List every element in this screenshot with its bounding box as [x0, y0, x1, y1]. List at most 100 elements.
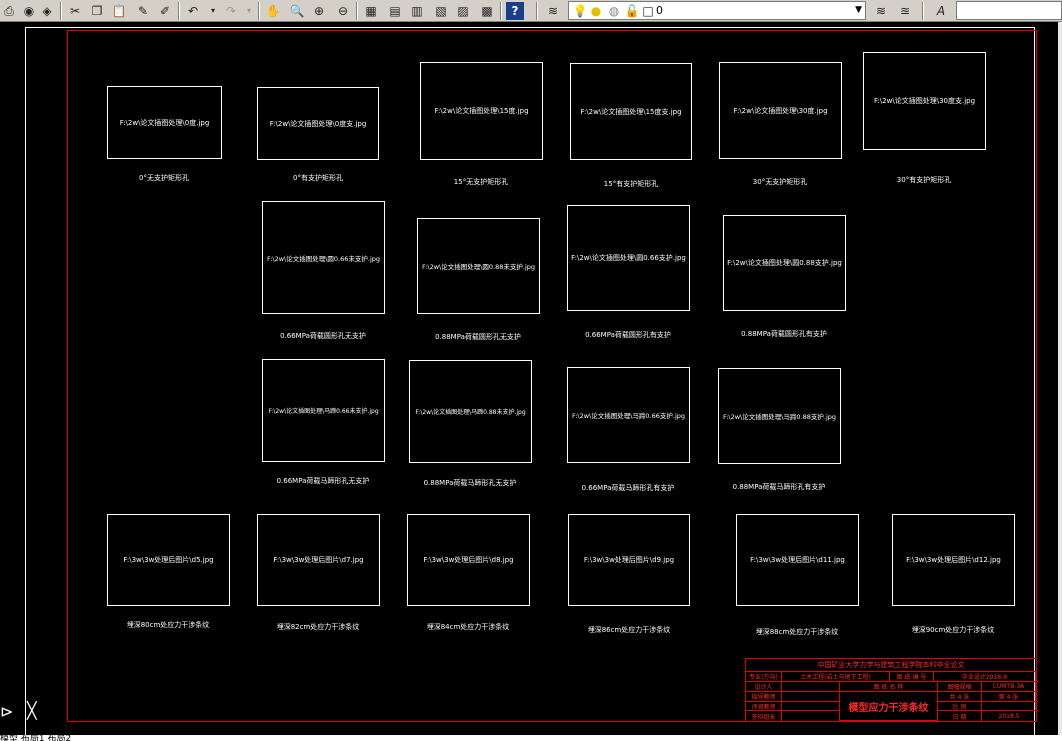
- publish-icon[interactable]: ◈: [42, 4, 52, 18]
- image-frame[interactable]: F:\2w\论文插图处理\30度.jpg: [719, 62, 842, 159]
- image-frame[interactable]: F:\2w\论文插图处理\马蹄0.66未支护.jpg: [262, 359, 385, 462]
- copy-icon[interactable]: ❐: [91, 4, 103, 18]
- title-block-date-label: 日 期: [938, 711, 982, 721]
- block-editor-icon[interactable]: ✐: [159, 4, 171, 18]
- title-block-head-label: 答辩组长: [746, 711, 782, 721]
- zoom-window-icon[interactable]: ⊕: [313, 4, 325, 18]
- title-block-ratio-value: [982, 702, 1036, 711]
- toolbar-separator: [536, 2, 538, 20]
- image-path-label: F:\2w\论文插图处理\30度.jpg: [733, 106, 828, 115]
- print-preview-icon[interactable]: ⎙: [4, 4, 14, 18]
- image-caption: 30°有支护矩形孔: [896, 176, 952, 184]
- toolbar-separator: [258, 2, 260, 20]
- image-frame[interactable]: F:\3w\3w处理后图片\d11.jpg: [736, 514, 859, 606]
- paste-icon[interactable]: 📋: [111, 4, 127, 18]
- image-path-label: F:\3w\3w处理后图片\d11.jpg: [750, 556, 845, 564]
- image-frame[interactable]: F:\3w\3w处理后图片\d12.jpg: [892, 514, 1015, 606]
- layer-manager-icon[interactable]: ≋: [547, 4, 559, 18]
- image-path-label: F:\2w\论文插图处理\马蹄0.88未支护.jpg: [415, 409, 526, 416]
- layout-tabs[interactable]: 模型 布局1 布局2: [0, 735, 1062, 741]
- layer-color-icon: □: [642, 4, 654, 18]
- image-frame[interactable]: F:\2w\论文插图处理\0度.jpg: [107, 86, 222, 159]
- image-caption: 0.66MPa荷载马蹄形孔有支护: [581, 484, 675, 492]
- image-frame[interactable]: F:\2w\论文插图处理\30度支.jpg: [863, 52, 986, 150]
- title-block-scale-label: 图幅规格: [938, 682, 982, 692]
- markup-icon[interactable]: ▨: [457, 4, 469, 18]
- undo-dropdown-icon[interactable]: ▾: [210, 6, 215, 15]
- title-block-drawing-title-cell: 模型应力干涉条纹: [840, 692, 938, 721]
- image-frame[interactable]: F:\2w\论文插图处理\0度支.jpg: [257, 87, 379, 160]
- image-caption: 15°有支护矩形孔: [603, 180, 659, 188]
- text-style-dropdown[interactable]: [956, 1, 1062, 20]
- image-caption: 0.66MPa荷载圆形孔无支护: [280, 332, 366, 340]
- title-block-school: 中国矿业大学力学与建筑工程学院本科毕业论文: [746, 659, 1036, 672]
- help-icon[interactable]: ?: [506, 2, 524, 20]
- image-path-label: F:\3w\3w处理后图片\d8.jpg: [423, 556, 514, 564]
- image-frame[interactable]: F:\2w\论文插图处理\15度支.jpg: [570, 63, 692, 160]
- image-frame[interactable]: F:\2w\论文插图处理\圆0.88未支护.jpg: [417, 218, 540, 314]
- title-block-sheet-label: 共 4 张: [938, 692, 982, 702]
- image-frame[interactable]: F:\2w\论文插图处理\圆0.88支护.jpg: [723, 215, 846, 311]
- properties-icon[interactable]: ▦: [365, 4, 377, 18]
- image-path-label: F:\2w\论文插图处理\马蹄0.66未支护.jpg: [268, 408, 379, 415]
- toolbar-separator: [356, 2, 358, 20]
- title-block-major-label: 专业(方向): [746, 672, 782, 682]
- text-style-icon[interactable]: A: [936, 4, 946, 18]
- ucs-x-axis-icon: ╳: [27, 701, 37, 720]
- toolbar-separator: [178, 2, 180, 20]
- image-path-label: F:\2w\论文插图处理\15度.jpg: [434, 107, 529, 115]
- image-frame[interactable]: F:\2w\论文插图处理\15度.jpg: [420, 62, 543, 160]
- toolbar-separator: [500, 2, 502, 20]
- design-center-icon[interactable]: ▤: [389, 4, 401, 18]
- title-block-drawing-title: 模型应力干涉条纹: [848, 702, 929, 714]
- pan-icon[interactable]: ✋: [265, 4, 281, 18]
- image-frame[interactable]: F:\2w\论文插图处理\圆0.66未支护.jpg: [262, 201, 385, 314]
- vertical-scrollbar[interactable]: [1058, 22, 1062, 735]
- image-path-label: F:\3w\3w处理后图片\d5.jpg: [123, 556, 214, 564]
- chevron-down-icon: ▼: [855, 5, 862, 15]
- sheet-border: [67, 30, 1037, 722]
- image-path-label: F:\2w\论文插图处理\马蹄0.88支护.jpg: [722, 413, 837, 421]
- layer-dropdown[interactable]: 💡 ● ◍ 🔓 □ 0 ▼: [568, 1, 866, 20]
- sheet-set-icon[interactable]: ▧: [435, 4, 447, 18]
- image-path-label: F:\2w\论文插图处理\0度支.jpg: [269, 119, 367, 128]
- redo-dropdown-icon[interactable]: ▾: [246, 6, 251, 15]
- make-current-icon[interactable]: ≋: [875, 4, 887, 18]
- zoom-realtime-icon[interactable]: 🔍: [289, 4, 305, 18]
- zoom-previous-icon[interactable]: ⊖: [337, 4, 349, 18]
- match-properties-icon[interactable]: ✎: [137, 4, 149, 18]
- print-preview-icon-2[interactable]: ◉: [23, 4, 35, 18]
- image-caption: 0.66MPa荷载圆形孔有支护: [585, 331, 671, 339]
- toolbar-separator: [60, 2, 62, 20]
- title-block-designer-value: [782, 682, 840, 692]
- image-path-label: F:\3w\3w处理后图片\d12.jpg: [906, 556, 1001, 564]
- image-caption: 埋深84cm处应力干涉条纹: [426, 623, 510, 631]
- image-frame[interactable]: F:\3w\3w处理后图片\d9.jpg: [568, 514, 690, 606]
- title-block-drawing-name-label: 图 纸 名 称: [840, 682, 938, 692]
- image-frame[interactable]: F:\3w\3w处理后图片\d8.jpg: [407, 514, 530, 606]
- layer-on-icon: 💡: [572, 4, 588, 18]
- image-caption: 30°无支护矩形孔: [752, 178, 808, 186]
- image-frame[interactable]: F:\2w\论文插图处理\马蹄0.66支护.jpg: [567, 367, 690, 463]
- image-caption: 0°有支护矩形孔: [293, 174, 343, 182]
- cut-icon[interactable]: ✂: [69, 4, 81, 18]
- image-caption: 0.66MPa荷载马蹄形孔无支护: [276, 477, 370, 485]
- image-frame[interactable]: F:\3w\3w处理后图片\d7.jpg: [257, 514, 380, 606]
- image-frame[interactable]: F:\3w\3w处理后图片\d5.jpg: [107, 514, 230, 606]
- image-caption: 0.88MPa荷载马蹄形孔无支护: [423, 479, 517, 487]
- layer-previous-icon[interactable]: ≊: [899, 4, 911, 18]
- image-caption: 埋深80cm处应力干涉条纹: [126, 621, 210, 629]
- calculator-icon[interactable]: ▩: [481, 4, 493, 18]
- image-frame[interactable]: F:\2w\论文插图处理\马蹄0.88未支护.jpg: [409, 360, 532, 463]
- tool-palettes-icon[interactable]: ▥: [411, 4, 423, 18]
- image-caption: 0.88MPa荷载圆形孔无支护: [435, 333, 521, 341]
- standard-toolbar: ⎙ ◉ ◈ ✂ ❐ 📋 ✎ ✐ ↶ ▾ ↷ ▾ ✋ 🔍 ⊕ ⊖ ▦ ▤ ▥ ▧ …: [0, 0, 1062, 22]
- image-path-label: F:\3w\3w处理后图片\d7.jpg: [273, 556, 364, 564]
- redo-icon[interactable]: ↷: [225, 4, 237, 18]
- title-block-instructor-label: 指导教师: [746, 692, 782, 702]
- paper-space-frame: [25, 27, 1035, 741]
- image-frame[interactable]: F:\2w\论文插图处理\圆0.66支护.jpg: [567, 205, 690, 311]
- undo-icon[interactable]: ↶: [187, 4, 199, 18]
- image-frame[interactable]: F:\2w\论文插图处理\马蹄0.88支护.jpg: [718, 368, 841, 464]
